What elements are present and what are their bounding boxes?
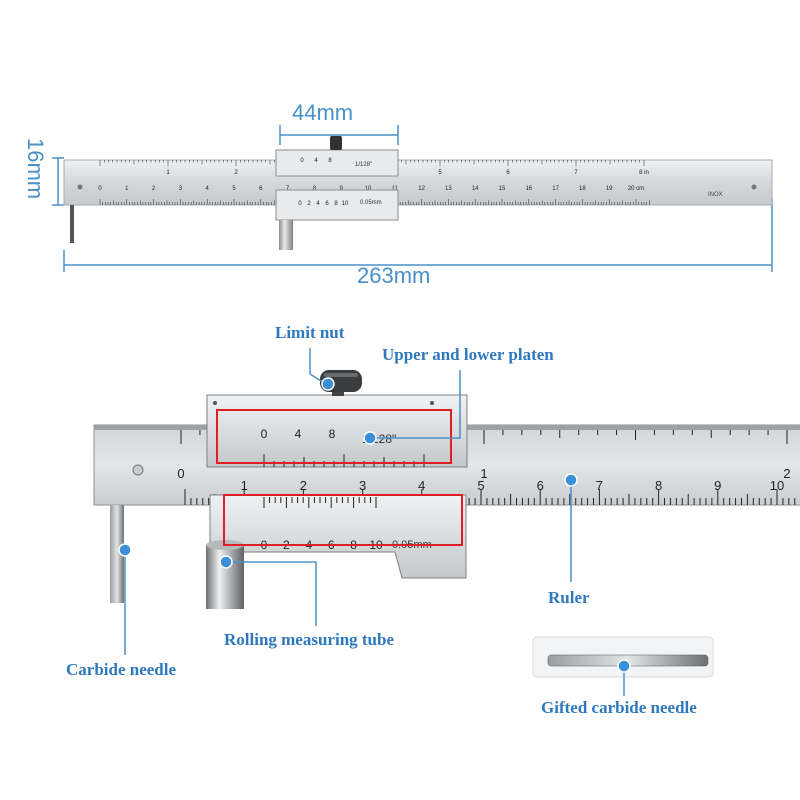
cm-number: 2 bbox=[152, 186, 156, 192]
cm-number: 12 bbox=[418, 186, 425, 192]
cm-number: 20 cm bbox=[628, 186, 644, 192]
lower-platen bbox=[209, 494, 467, 579]
cm-number: 7 bbox=[286, 186, 290, 192]
upper-vernier-number: 4 bbox=[295, 427, 302, 441]
small-upper-vernier-numbers: 0 4 8 bbox=[300, 158, 332, 164]
inch-number: 2 bbox=[783, 466, 790, 481]
small-limit-nut bbox=[330, 136, 342, 150]
cm-number: 15 bbox=[499, 186, 506, 192]
small-brand: INOX bbox=[708, 192, 723, 198]
cm-number: 1 bbox=[241, 478, 248, 493]
callout-limit-nut: Limit nut bbox=[275, 323, 345, 342]
callout-ruler: Ruler bbox=[548, 588, 590, 607]
callout-platen: Upper and lower platen bbox=[382, 345, 554, 364]
lower-vernier-number: 2 bbox=[307, 201, 311, 207]
lower-vernier-number: 4 bbox=[316, 201, 320, 207]
small-carbide-needle bbox=[70, 205, 74, 243]
cm-number: 8 bbox=[655, 478, 662, 493]
lower-vernier-ticks bbox=[263, 497, 377, 508]
cm-number: 3 bbox=[179, 186, 183, 192]
cm-number: 14 bbox=[472, 186, 479, 192]
cm-number: 16 bbox=[525, 186, 532, 192]
inch-number: 5 bbox=[438, 170, 442, 176]
inch-number: 7 bbox=[574, 170, 578, 176]
cm-number: 9 bbox=[714, 478, 721, 493]
small-lower-vernier-label: 0.05mm bbox=[360, 200, 382, 206]
cm-number: 6 bbox=[259, 186, 263, 192]
lower-vernier-number: 10 bbox=[342, 201, 349, 207]
cm-number: 1 bbox=[125, 186, 129, 192]
upper-highlight-box bbox=[216, 409, 452, 464]
cm-number: 10 bbox=[770, 478, 784, 493]
lower-vernier-number: 6 bbox=[325, 201, 329, 207]
cm-number: 5 bbox=[477, 478, 484, 493]
inch-number: 1 bbox=[166, 170, 170, 176]
cm-number: 8 bbox=[313, 186, 317, 192]
upper-vernier-number: 0 bbox=[261, 427, 268, 441]
callout-needle: Carbide needle bbox=[66, 660, 177, 679]
upper-vernier-numbers: 0 4 8 bbox=[261, 427, 336, 441]
upper-vernier-number: 4 bbox=[314, 158, 318, 164]
upper-vernier-number: 8 bbox=[328, 158, 332, 164]
lower-vernier-number: 8 bbox=[334, 201, 338, 207]
cm-number: 0 bbox=[98, 186, 102, 192]
upper-vernier-number: 0 bbox=[300, 158, 304, 164]
inch-number: 8 in bbox=[639, 170, 649, 176]
cm-number: 11 bbox=[392, 186, 399, 192]
small-upper-vernier-label: 1/128" bbox=[355, 162, 372, 168]
cm-number: 19 bbox=[606, 186, 613, 192]
total-length-label: 263mm bbox=[354, 263, 434, 289]
rolling-measuring-tube bbox=[206, 545, 244, 609]
cm-number: 10 bbox=[365, 186, 372, 192]
cm-number: 7 bbox=[596, 478, 603, 493]
cm-number: 6 bbox=[537, 478, 544, 493]
cm-number: 4 bbox=[418, 478, 425, 493]
carbide-needle bbox=[110, 505, 124, 603]
ruler-rivet bbox=[132, 464, 144, 476]
cm-number: 2 bbox=[300, 478, 307, 493]
cm-number: 3 bbox=[359, 478, 366, 493]
inch-number: 0 bbox=[177, 466, 184, 481]
cm-number: 18 bbox=[579, 186, 586, 192]
slider-width-label: 44mm bbox=[292, 100, 354, 125]
small-measuring-tube bbox=[279, 220, 293, 250]
cm-number: 5 bbox=[232, 186, 236, 192]
cm-number: 9 bbox=[340, 186, 344, 192]
cm-number: 13 bbox=[445, 186, 452, 192]
small-slider-bottom bbox=[275, 189, 399, 221]
upper-platen bbox=[206, 394, 468, 468]
cm-scale-numbers: 1 2 3 4 5 6 7 8 9 10 bbox=[241, 478, 785, 493]
lower-highlight-box bbox=[223, 494, 463, 546]
small-slider-top bbox=[275, 149, 399, 177]
inch-number: 2 bbox=[234, 170, 238, 176]
small-ruler-body bbox=[63, 159, 773, 206]
inch-number: 1 bbox=[480, 466, 487, 481]
lower-vernier-number: 0 bbox=[298, 201, 302, 207]
inch-number: 6 bbox=[506, 170, 510, 176]
upper-vernier-number: 8 bbox=[329, 427, 336, 441]
cm-number: 17 bbox=[552, 186, 559, 192]
cm-number: 4 bbox=[206, 186, 210, 192]
callout-gift-needle: Gifted carbide needle bbox=[541, 698, 697, 717]
callout-tube: Rolling measuring tube bbox=[224, 630, 395, 649]
